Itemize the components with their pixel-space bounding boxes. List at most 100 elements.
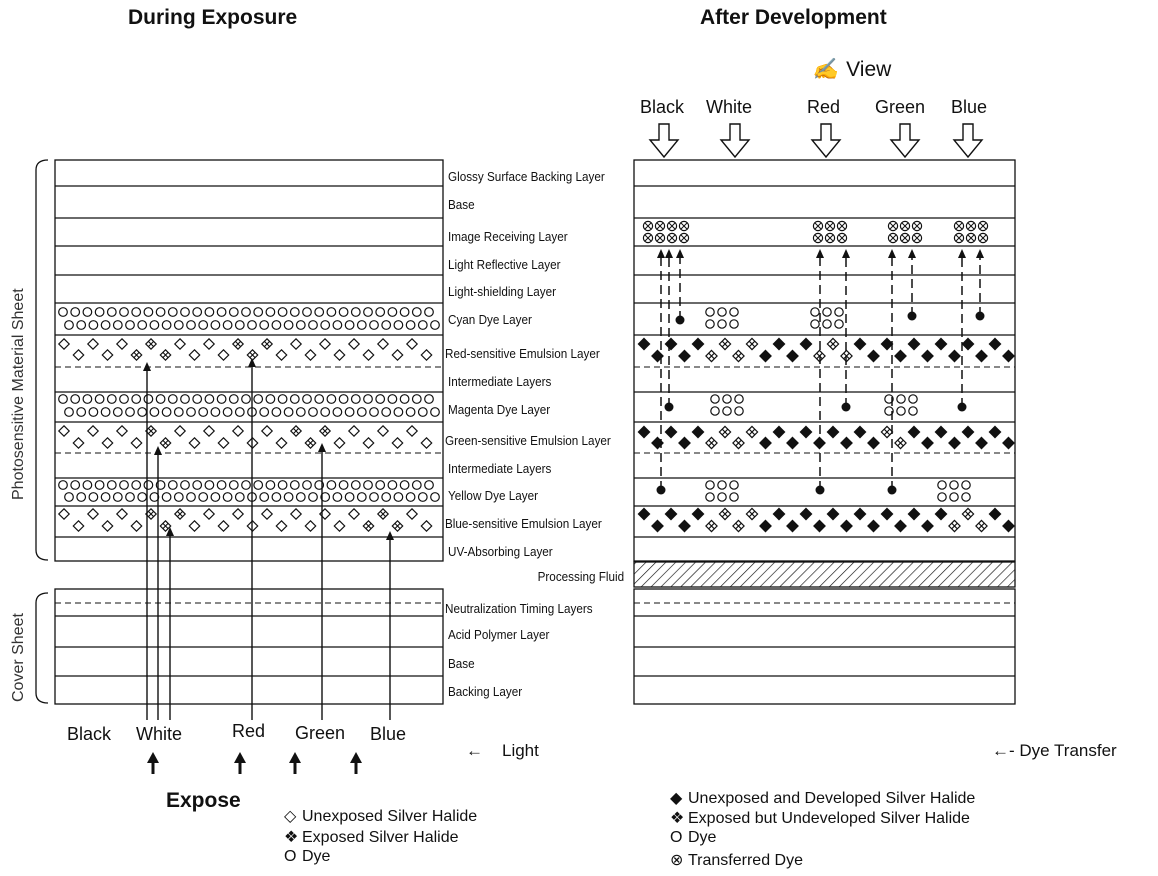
developed-halide [759,519,772,533]
transferred-dye-cross [901,222,909,230]
dye-source-dot [975,311,985,321]
cyan-dye-particle [295,320,306,330]
transfer-arrowhead [958,249,966,258]
yellow-dye-particle [283,492,294,502]
developed-halide [637,425,651,439]
eye-icon: ✍ [812,58,839,81]
exposed-diamond-shape [732,436,745,450]
exposed-diamond-shape [718,337,732,351]
magenta-transfer-blue [957,249,967,412]
unexposed-silver-halide [289,507,303,521]
exposed-silver-halide [173,507,187,521]
magenta-dye-particle [198,407,209,417]
yellow-dye-particle [76,492,87,502]
developed-halide [853,337,867,351]
magenta-dye-particle [192,394,203,404]
cyan-dye-particle [100,320,111,330]
developed-halide [934,337,948,351]
magenta-dye-cluster [734,394,744,404]
transferred-dye [911,220,923,232]
dye-source-dot [815,485,825,495]
exposed-diamond-cross [162,440,169,446]
unexposed-silver-halide [347,507,361,521]
magenta-dye-cluster [884,394,894,404]
yellow-dye-cluster [949,492,959,502]
transferred-dye-cross [644,222,652,230]
transferred-dye-cross [644,234,652,242]
dye-source-dot [664,402,674,412]
unexposed-silver-halide [333,519,346,533]
transfer-arrowhead [908,249,916,258]
cyan-dye-particle [277,307,288,317]
unexposed-silver-halide [362,436,375,450]
yellow-dye-particle [369,492,379,502]
yellow-dye-particle [155,480,166,490]
transferred-dye-circle [977,232,989,244]
transferred-dye-circle [824,220,836,232]
exposed-diamond-cross [177,511,183,517]
cyan-dye-particle [234,320,245,330]
expose-label-white: White [136,724,183,744]
yellow-dye-particle [259,492,270,502]
magenta-dye-particle [350,394,361,404]
magenta-dye-particle [119,394,129,404]
exposed-diamond-cross [162,523,169,529]
crossed-circle-icon: ⊗ [670,852,684,869]
developed-halide [637,337,651,351]
magenta-dye-particle [149,407,160,417]
cyan-dye-particle [338,307,349,317]
unexposed-silver-halide [72,519,85,533]
unexposed-silver-halide [115,337,129,351]
exposed-diamond-cross [843,352,850,360]
magenta-dye-particle [332,407,343,417]
unexposed-silver-halide [72,436,85,450]
exposed-diamond-cross [249,352,256,358]
unexposed-silver-halide [304,348,317,362]
cyan-dye-particle [161,320,172,330]
view-arrow-white [719,123,751,159]
unexposed-silver-halide [275,348,288,362]
exposed-diamond-shape [231,337,245,351]
developed-halide [799,507,813,521]
yellow-dye-particle [234,492,245,502]
blue-exposure [386,531,394,720]
yellow-dye-particle [338,480,349,490]
dye-transfer-lines [656,249,985,495]
magenta-dye-cluster [734,406,744,416]
cyan-dye-cluster [717,307,727,317]
exposed-diamond-shape [260,337,274,351]
cyan-dye-particle [64,320,74,330]
yellow-dye-particle [210,492,221,502]
developed-halide [840,436,853,450]
cyan-transfer-black [675,249,685,325]
cyan-dye-cluster [729,307,739,317]
cyan-dye-particle [289,307,300,317]
cyan-dye-particle [180,307,190,317]
exposed-diamond-cross [322,428,328,434]
magenta-dye-particle [112,407,123,417]
transferred-dye-cross [967,234,975,242]
exposed-silver-halide [130,348,143,362]
unexposed-silver-halide [101,519,114,533]
yellow-dye-particle [344,492,355,502]
layer-label-yellow-dye: Yellow Dye Layer [448,488,538,503]
expose-arrowhead [147,752,159,763]
cyan-dye-particle [210,320,221,330]
exposed-undeveloped-halide [948,519,961,533]
transferred-dye-cross [838,222,846,230]
exposed-diamond-shape [975,519,988,533]
developed-halide [1002,436,1015,450]
exposed-diamond-shape [318,424,332,438]
transferred-dye-cross [814,234,822,242]
right-stack-outline [633,159,1016,562]
yellow-dye-particle [265,480,276,490]
transferred-dye [899,232,911,244]
yellow-dye-particle [119,480,129,490]
yellow-dye-particle [411,480,422,490]
legend-left-exposed-label: Exposed Silver Halide [302,829,459,846]
unexposed-silver-halide [130,436,143,450]
transferred-dye-circle [666,220,678,232]
transferred-dye [642,220,654,232]
view-label-green: Green [875,97,926,117]
